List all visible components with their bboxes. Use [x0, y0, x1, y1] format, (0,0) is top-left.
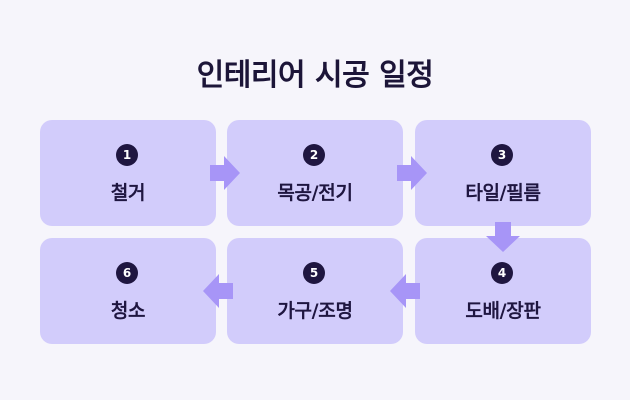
step-number-badge: 2	[303, 144, 325, 166]
step-label: 가구/조명	[277, 300, 353, 322]
step-number-badge: 1	[116, 144, 138, 166]
step-label: 청소	[110, 300, 146, 322]
arrow-down-icon	[486, 222, 520, 252]
step-card-4: 4 도배/장판	[415, 238, 591, 344]
step-card-1: 1 철거	[40, 120, 216, 226]
step-card-6: 6 청소	[40, 238, 216, 344]
step-label: 철거	[110, 182, 146, 204]
page-title: 인테리어 시공 일정	[196, 58, 434, 93]
step-number-badge: 5	[303, 262, 325, 284]
step-card-2: 2 목공/전기	[227, 120, 403, 226]
step-label: 타일/필름	[465, 182, 541, 204]
arrow-right-icon	[210, 156, 240, 190]
step-label: 도배/장판	[465, 300, 541, 322]
step-card-3: 3 타일/필름	[415, 120, 591, 226]
step-card-5: 5 가구/조명	[227, 238, 403, 344]
step-number-badge: 6	[116, 262, 138, 284]
arrow-left-icon	[203, 274, 233, 308]
step-number-badge: 3	[491, 144, 513, 166]
step-number-badge: 4	[491, 262, 513, 284]
arrow-right-icon	[397, 156, 427, 190]
arrow-left-icon	[390, 274, 420, 308]
step-label: 목공/전기	[277, 182, 353, 204]
